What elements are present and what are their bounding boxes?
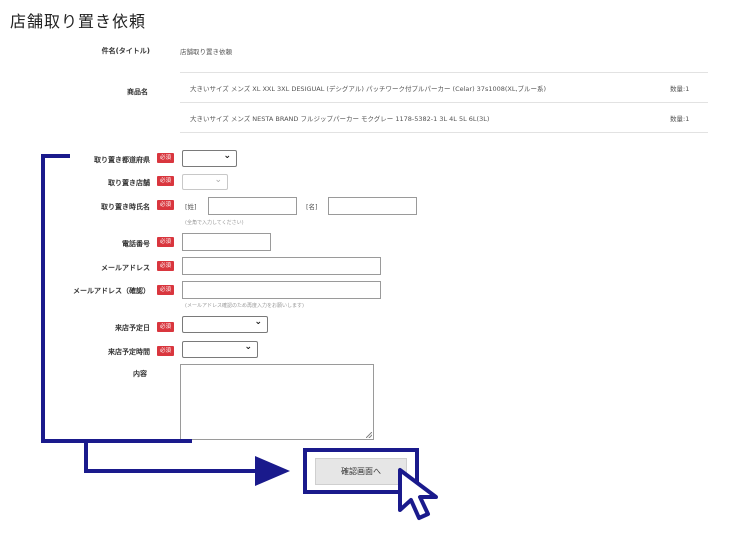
required-badge: 必須 [157, 237, 174, 247]
phone-label: 電話番号 [122, 240, 150, 248]
arrow-head-icon [255, 456, 290, 486]
arrow-line [84, 441, 258, 473]
prefecture-label: 取り置き都道府県 [94, 156, 150, 164]
store-select[interactable]: ⌄ [182, 174, 228, 190]
required-badge: 必須 [157, 200, 174, 210]
product-qty-1: 数量:1 [670, 85, 690, 93]
visit-date-select[interactable]: ⌄ [182, 316, 268, 333]
chevron-down-icon: ⌄ [223, 151, 231, 161]
email-hint: (メールアドレス確認のため再度入力をお願いします) [185, 303, 304, 309]
last-name-input[interactable] [208, 197, 297, 215]
page-title: 店舗取り置き依頼 [10, 12, 147, 31]
confirm-button[interactable]: 確認画面へ [315, 458, 407, 485]
email-input[interactable] [182, 257, 381, 275]
chevron-down-icon: ⌄ [254, 317, 262, 327]
subject-value: 店舗取り置き依頼 [180, 48, 232, 56]
name-hint: (全角で入力してください) [185, 220, 244, 226]
product-divider-top [180, 72, 708, 73]
required-badge: 必須 [157, 285, 174, 295]
subject-label: 件名(タイトル) [101, 47, 150, 55]
email-confirm-label: メールアドレス（確認） [73, 287, 150, 295]
email-confirm-input[interactable] [182, 281, 381, 299]
required-badge: 必須 [157, 153, 174, 163]
required-badge: 必須 [157, 176, 174, 186]
store-label: 取り置き店舗 [108, 179, 150, 187]
product-divider-bottom [180, 132, 708, 133]
visit-time-label: 来店予定時間 [108, 348, 150, 356]
product-divider-mid [180, 102, 708, 103]
resize-grip-icon[interactable] [366, 432, 372, 438]
last-name-prefix: [姓] [185, 203, 197, 211]
product-qty-2: 数量:1 [670, 115, 690, 123]
first-name-input[interactable] [328, 197, 417, 215]
product-name-1: 大きいサイズ メンズ XL XXL 3XL DESIGUAL (デシグアル) パ… [190, 85, 547, 93]
bracket-line [41, 154, 192, 443]
highlight-box [303, 448, 419, 494]
prefecture-select[interactable]: ⌄ [182, 150, 237, 167]
required-badge: 必須 [157, 346, 174, 356]
content-textarea[interactable] [180, 364, 374, 440]
required-badge: 必須 [157, 261, 174, 271]
content-label: 内容 [133, 370, 147, 378]
chevron-down-icon: ⌄ [214, 175, 222, 185]
name-label: 取り置き時氏名 [101, 203, 150, 211]
email-label: メールアドレス [101, 264, 150, 272]
mouse-cursor-icon [398, 468, 438, 520]
product-name-2: 大きいサイズ メンズ NESTA BRAND フルジップパーカー モクグレー 1… [190, 115, 490, 123]
visit-date-label: 来店予定日 [115, 324, 150, 332]
chevron-down-icon: ⌄ [244, 342, 252, 352]
required-badge: 必須 [157, 322, 174, 332]
phone-input[interactable] [182, 233, 271, 251]
first-name-prefix: [名] [306, 203, 318, 211]
visit-time-select[interactable]: ⌄ [182, 341, 258, 358]
product-label: 商品名 [127, 88, 148, 96]
